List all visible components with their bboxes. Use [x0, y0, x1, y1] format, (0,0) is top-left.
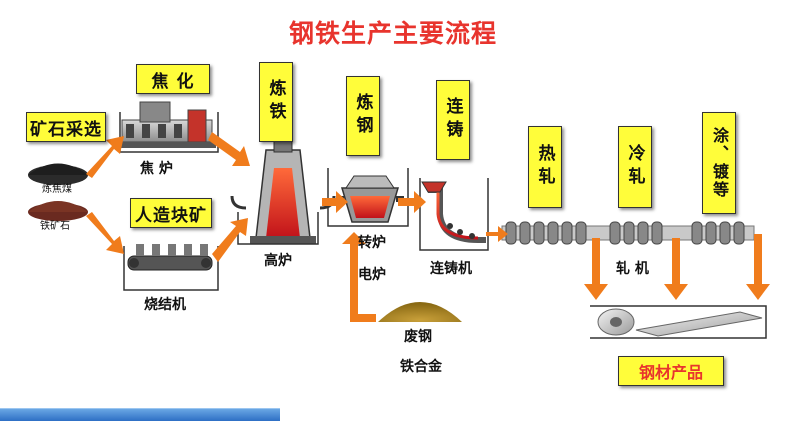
- box-coking: 焦 化: [136, 64, 210, 94]
- arrow-scrap-to-converter: [342, 232, 376, 322]
- flow-arrows: [86, 132, 770, 322]
- label-caster: 连铸机: [430, 261, 472, 277]
- converter-illustration: [336, 175, 404, 223]
- arrow-coated-to-product: [746, 234, 770, 300]
- blast-furnace-illustration: [230, 139, 336, 244]
- coke-oven-illustration: [120, 101, 216, 148]
- box-mining: 矿石采选: [26, 112, 106, 142]
- arrow-furnace-to-converter: [322, 191, 348, 213]
- arrow-coal-to-coke: [86, 136, 124, 178]
- box-cold-rolling: 冷轧: [618, 126, 652, 208]
- label-converter: 转炉: [358, 235, 386, 251]
- label-electric-furnace: 电炉: [358, 267, 386, 283]
- label-blast-furnace: 高炉: [264, 253, 292, 269]
- ore-pile: [28, 201, 88, 221]
- diagram-title: 钢铁生产主要流程: [288, 19, 497, 48]
- label-ore: 铁矿石: [40, 221, 70, 232]
- box-ironmaking: 炼铁: [259, 62, 293, 142]
- rolling-mill-stands: [501, 221, 755, 245]
- box-casting: 连铸: [436, 80, 470, 160]
- steel-products-illustration: [590, 305, 767, 339]
- sinter-machine-illustration: [127, 244, 213, 271]
- box-hot-rolling: 热轧: [528, 126, 562, 208]
- taskbar-strip: [0, 408, 280, 421]
- box-sintering: 人造块矿: [130, 198, 212, 228]
- label-scrap: 废钢: [404, 329, 432, 345]
- coal-pile: [28, 163, 88, 185]
- arrow-ore-to-sinter: [86, 212, 124, 254]
- arrow-cold-to-product: [664, 238, 688, 300]
- arrow-caster-to-mill: [486, 226, 508, 242]
- box-steelmaking: 炼钢: [346, 76, 380, 156]
- arrow-hot-to-product: [584, 238, 608, 300]
- arrow-converter-to-caster: [398, 191, 426, 213]
- label-alloy: 铁合金: [400, 359, 442, 375]
- label-coal: 炼焦煤: [42, 184, 72, 195]
- caster-illustration: [421, 181, 486, 243]
- scrap-pile: [378, 302, 462, 322]
- label-sinter-machine: 烧结机: [144, 297, 186, 313]
- label-rolling-mill: 轧 机: [616, 261, 649, 277]
- box-steel-products: 钢材产品: [618, 356, 724, 386]
- arrow-coke-to-furnace: [208, 132, 250, 166]
- arrow-sinter-to-furnace: [212, 218, 248, 262]
- box-coating: 涂、镀等: [702, 112, 736, 214]
- label-coke-oven: 焦 炉: [140, 161, 173, 177]
